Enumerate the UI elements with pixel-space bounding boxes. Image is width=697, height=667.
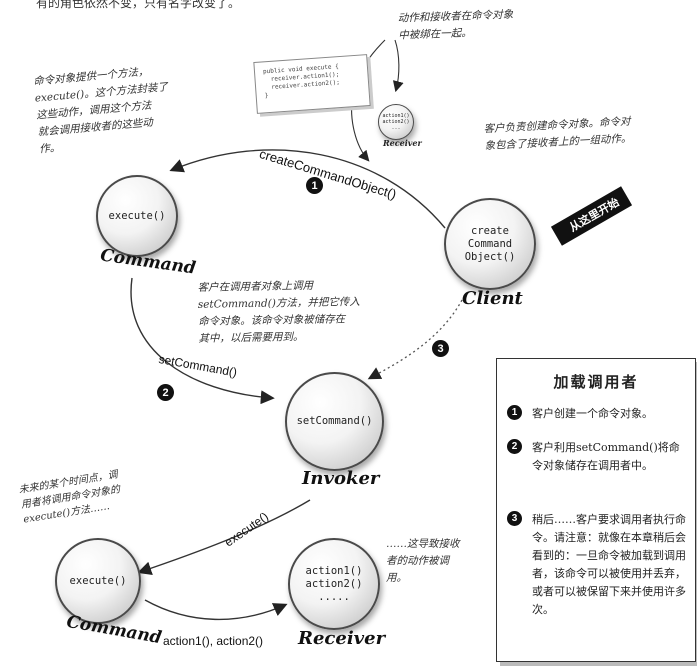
client-method: create Command Object() [464, 224, 516, 263]
command-bottom-method: execute() [69, 574, 127, 587]
note-line: 者的动作被调 [386, 555, 449, 567]
client-label: Client [462, 288, 523, 309]
step-marker-2: 2 [157, 384, 174, 401]
receiver-label: Receiver [298, 628, 386, 649]
panel-title: 加载调用者 [553, 373, 639, 391]
step-marker-3: 3 [432, 340, 449, 357]
note-pointer-2 [392, 39, 404, 93]
note-right-bottom: ……这导致接收 者的动作被调 用。 [386, 536, 486, 587]
panel-step: 3 稍后……客户要求调用者执行命令。请注意：就像在本章稍后会看到的：一旦命令被加… [507, 511, 689, 619]
command-object-top: execute() [96, 175, 178, 257]
loading-invoker-panel: 加载调用者 1 客户创建一个命令对象。 2 客户利用setCommand()将命… [496, 358, 696, 662]
create-arrow [169, 149, 446, 229]
invoker-object: setCommand() [285, 372, 384, 471]
invoker-label: Invoker [302, 468, 380, 489]
step-marker-1: 1 [306, 177, 323, 194]
panel-step-number: 3 [507, 511, 522, 526]
panel-step: 2 客户利用setCommand()将命令对象储存在调用者中。 [507, 439, 689, 475]
panel-step-number: 2 [507, 439, 522, 454]
note-line: ……这导致接收 [386, 538, 460, 550]
note-middle: 客户在调用者对象上调用 setCommand()方法，并把它传入 命令对象。该命… [197, 276, 408, 348]
note-line: 用。 [386, 572, 407, 584]
mini-receiver-ball: action1() action2() ... [378, 104, 414, 140]
mini-receiver-line: action1() [382, 113, 410, 119]
receiver-object: action1() action2() ..... [288, 538, 380, 630]
execute-arrow [137, 499, 311, 576]
code-snippet-box: public void execute { receiver.action1()… [253, 54, 371, 114]
mini-receiver-label: Receiver [383, 138, 422, 148]
panel-step-text: 客户利用setCommand()将命令对象储存在调用者中。 [532, 441, 680, 472]
client-invoker-arrow [367, 299, 463, 380]
panel-step-text: 稍后……客户要求调用者执行命令。请注意：就像在本章稍后会看到的：一旦命令被加载到… [532, 513, 686, 616]
note-left-top: 命令对象提供一个方法， execute()。这个方法封装了 这些动作，调用这个方… [33, 59, 215, 159]
mini-receiver-line: ... [391, 125, 401, 131]
command-object-bottom: execute() [55, 538, 141, 624]
command-top-method: execute() [108, 209, 166, 222]
actions-arrow [144, 599, 288, 621]
edge-label-actions: action1(), action2() [163, 634, 264, 648]
invoker-method: setCommand() [296, 415, 373, 427]
panel-step-text: 客户创建一个命令对象。 [532, 407, 653, 420]
panel-step-number: 1 [507, 405, 522, 420]
receiver-methods: action1() action2() ..... [305, 564, 363, 603]
panel-step: 1 客户创建一个命令对象。 [507, 405, 689, 423]
intro-text: 有的角色依然不变，只有名字改变了。 [36, 0, 241, 10]
client-object: create Command Object() [444, 198, 536, 290]
note-top-right: 动作和接收者在命令对象 中被绑在一起。 [397, 5, 548, 44]
mini-receiver-line: action2() [382, 119, 410, 125]
setcommand-arrow [130, 277, 275, 405]
code-line: } [264, 92, 269, 100]
